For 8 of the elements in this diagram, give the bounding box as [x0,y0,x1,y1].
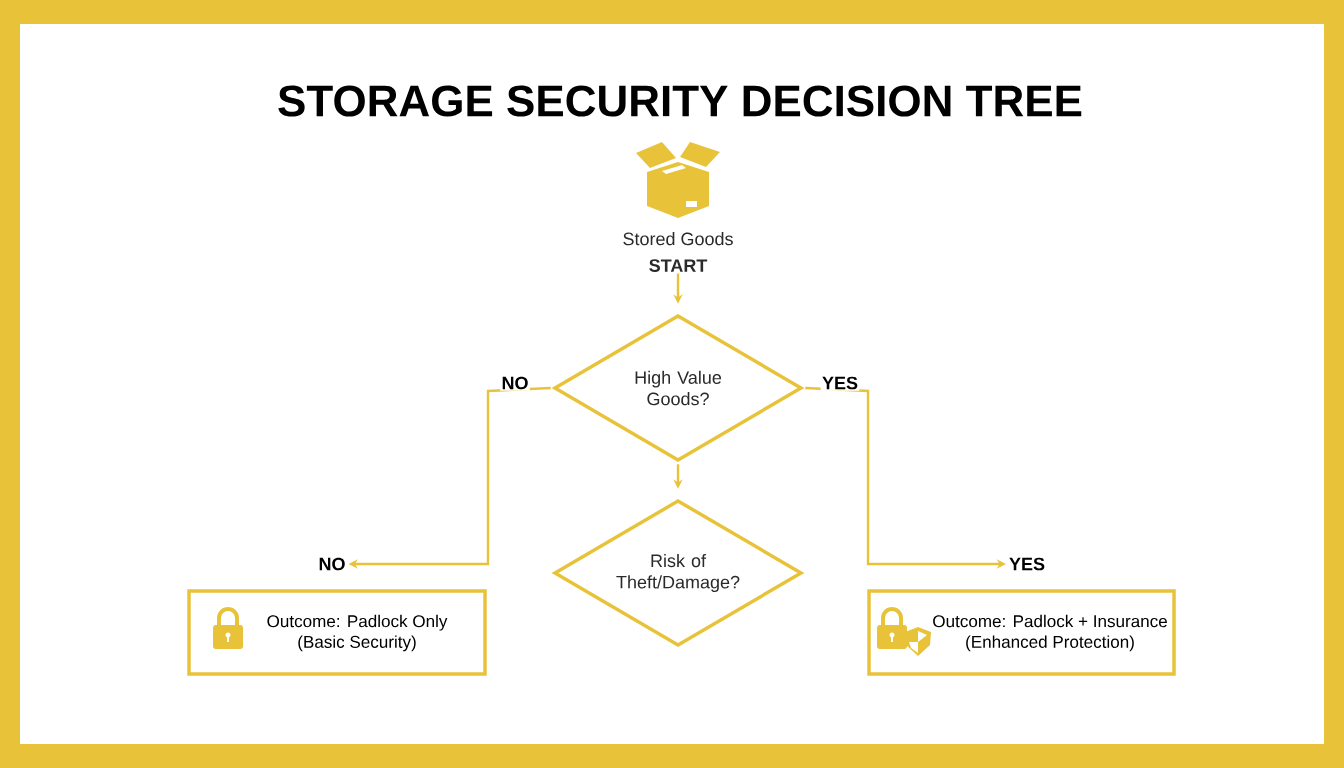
answer-label: YES [1009,557,1045,571]
outcome-box: Outcome: Padlock + Insurance (Enhanced Protection) [867,589,1176,676]
edge-label: YES [820,375,860,391]
title: STORAGE SECURITY DECISION TREE [278,85,1082,117]
edge-label: NO [500,375,530,391]
answer-label: NO [319,557,345,571]
start-label: Stored Goods START [623,232,733,272]
outcome-box: Outcome: Padlock Only (Basic Security) [187,589,487,676]
